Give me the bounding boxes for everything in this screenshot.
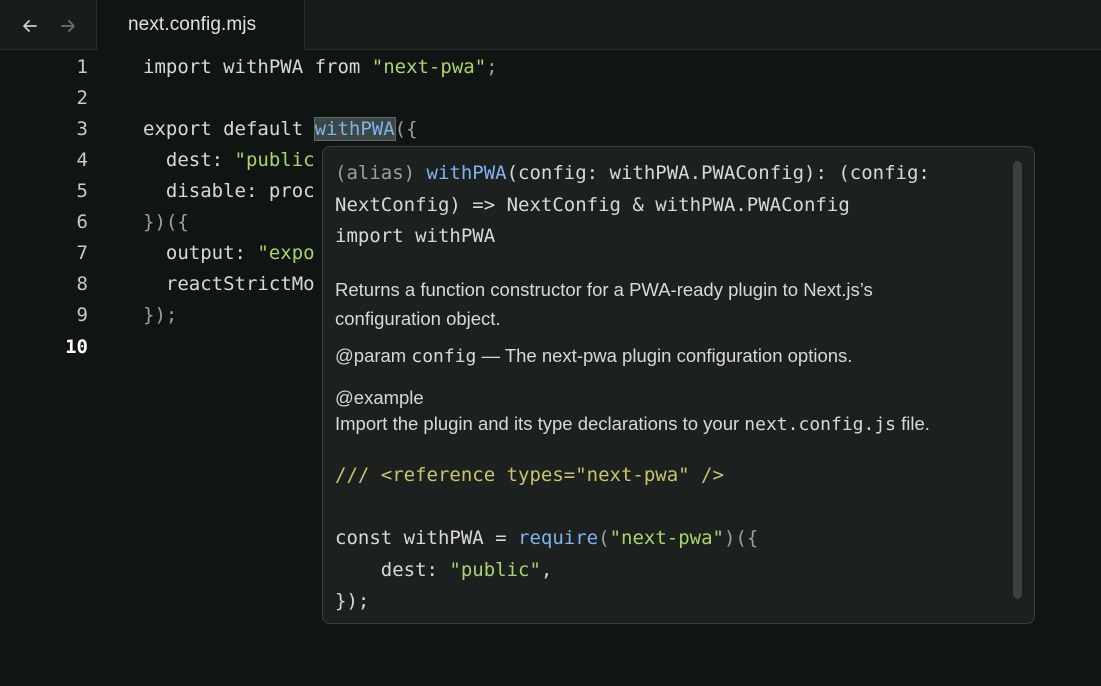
nav-divider: [96, 0, 97, 50]
code-line-3: export default withPWA({: [143, 114, 418, 145]
line-number-active: 10: [65, 336, 88, 358]
code-token: ;: [486, 56, 498, 78]
tab-label: next.config.mjs: [128, 14, 257, 35]
code-token: const withPWA =: [335, 527, 519, 549]
code-line-7: output: "expo: [143, 238, 315, 269]
hover-param: @param config — The next-pwa plugin conf…: [335, 345, 852, 367]
tab-bar-border: [0, 49, 96, 50]
tab-next-config[interactable]: next.config.mjs: [97, 0, 305, 50]
code-string: "public: [234, 149, 315, 171]
code-string: "public": [449, 559, 541, 581]
hover-description: configuration object.: [335, 308, 501, 329]
code-line-5: disable: proc: [143, 176, 315, 207]
code-string: "next-pwa": [371, 56, 487, 78]
hover-description: Returns a function constructor for a PWA…: [335, 279, 873, 300]
sig-alias: (alias): [335, 162, 427, 184]
code-string: "next-pwa": [609, 527, 724, 549]
sig-return-type: NextConfig) => NextConfig & withPWA.PWAC…: [335, 193, 850, 216]
code-line-4: dest: "public: [143, 145, 315, 176]
hover-scrollbar[interactable]: [1013, 161, 1022, 599]
line-number: 1: [76, 56, 88, 78]
example-code-line: const withPWA = require("next-pwa")({: [335, 523, 758, 555]
param-tag: @param: [335, 345, 412, 366]
example-text: Import the plugin and its type declarati…: [335, 413, 745, 434]
code-line-1: import withPWA from "next-pwa";: [143, 52, 498, 83]
back-button[interactable]: [16, 12, 44, 40]
line-number: 6: [76, 211, 88, 233]
example-text: file.: [896, 413, 930, 434]
hover-tooltip[interactable]: (alias) withPWA(config: withPWA.PWAConfi…: [322, 146, 1035, 624]
code-line-9: });: [143, 300, 177, 331]
code-function: require: [518, 527, 599, 549]
code-token: ,: [540, 559, 553, 581]
example-code-comment: /// <reference types="next-pwa" />: [335, 460, 724, 492]
hovered-symbol[interactable]: withPWA: [313, 117, 396, 141]
code-token: ({: [394, 118, 418, 140]
line-number: 3: [76, 118, 88, 140]
example-inline-code: next.config.js: [744, 414, 897, 435]
code-token: disable: proc: [143, 180, 315, 202]
line-number: 8: [76, 273, 88, 295]
code-token: reactStrictMo: [143, 273, 315, 295]
code-token: dest:: [143, 149, 235, 171]
code-token: })({: [143, 211, 189, 233]
code-token: import withPWA from: [143, 56, 372, 78]
arrow-left-icon: [23, 20, 37, 32]
sig-function-name: withPWA: [426, 162, 507, 184]
line-number: 7: [76, 242, 88, 264]
code-string: "expo: [257, 242, 315, 264]
code-line-6: })({: [143, 207, 189, 238]
code-comment: /// <reference types="next-pwa" />: [335, 464, 724, 486]
line-number: 5: [76, 180, 88, 202]
tab-bar: next.config.mjs: [0, 0, 1101, 50]
code-token: output:: [143, 242, 258, 264]
code-token: )({: [723, 527, 759, 549]
param-name: config: [411, 346, 477, 367]
hover-example-text: Import the plugin and its type declarati…: [335, 413, 930, 435]
sig-import: import withPWA: [335, 225, 496, 247]
example-code-line: dest: "public",: [335, 555, 553, 587]
code-token: dest:: [335, 559, 450, 581]
code-line-8: reactStrictMo: [143, 269, 315, 300]
forward-button[interactable]: [54, 12, 82, 40]
sig-params: (config: withPWA.PWAConfig): (config:: [506, 162, 930, 184]
example-code-line: });: [335, 586, 369, 618]
param-description: — The next-pwa plugin configuration opti…: [476, 345, 853, 366]
line-number: 9: [76, 304, 88, 326]
line-number: 4: [76, 149, 88, 171]
tab-bar-border: [305, 49, 1101, 50]
code-token: });: [143, 304, 178, 326]
code-token: export default: [143, 118, 315, 140]
code-token: });: [335, 590, 370, 612]
hover-example-tag: @example: [335, 387, 424, 408]
code-token: (: [598, 527, 610, 549]
line-number: 2: [76, 87, 88, 109]
arrow-right-icon: [61, 20, 75, 32]
hover-signature: (alias) withPWA(config: withPWA.PWAConfi…: [335, 158, 995, 253]
